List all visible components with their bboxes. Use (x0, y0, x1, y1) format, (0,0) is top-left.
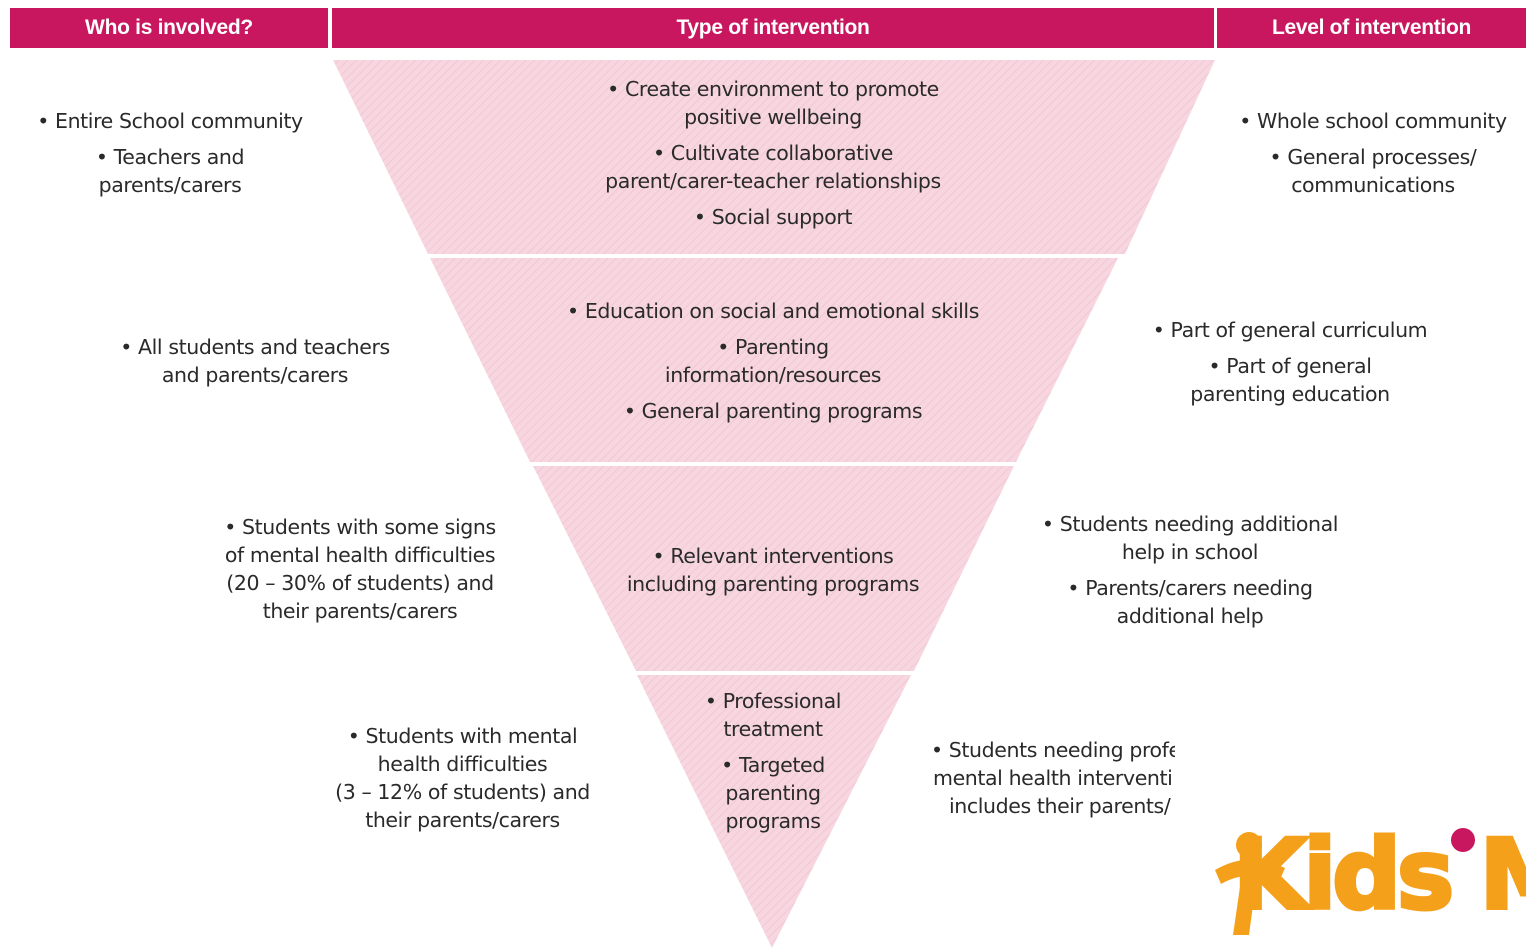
tier-4-type: • Professional treatment • Targeted pare… (704, 689, 842, 833)
kidsmatter-logo: Kids Ma (1205, 810, 1526, 950)
header-level: Level of intervention (1217, 8, 1526, 48)
tier-1-type: • Create environment to promote positive… (605, 77, 941, 229)
tier-1-level: • Whole school community • General proce… (1239, 109, 1507, 197)
pyramid-tier-1 (333, 60, 1215, 254)
tier-3-who: • Students with some signs of mental hea… (224, 515, 496, 623)
header-who: Who is involved? (10, 8, 328, 48)
header-type: Type of intervention (332, 8, 1214, 48)
tier-4-who: • Students with mental health difficulti… (335, 724, 590, 832)
pyramid-tier-4 (637, 675, 911, 948)
tier-2-level: • Part of general curriculum • Part of g… (1152, 318, 1428, 406)
pyramid-tier-2 (430, 258, 1118, 462)
tier-2-type: • Education on social and emotional skil… (567, 299, 979, 423)
tier-4-level: • Students needing profe mental health i… (931, 738, 1175, 818)
tier-2-who: • All students and teachers and parents/… (120, 335, 390, 387)
pyramid-tier-3 (533, 466, 1014, 671)
tier-1-who: • Entire School community • Teachers and… (37, 109, 303, 197)
logo-wordmark: Kids Ma (1231, 817, 1526, 933)
logo-figure-icon (1215, 828, 1475, 935)
tier-3-level: • Students needing additional help in sc… (1041, 512, 1339, 628)
tier-3-type: • Relevant interventions including paren… (626, 544, 920, 596)
